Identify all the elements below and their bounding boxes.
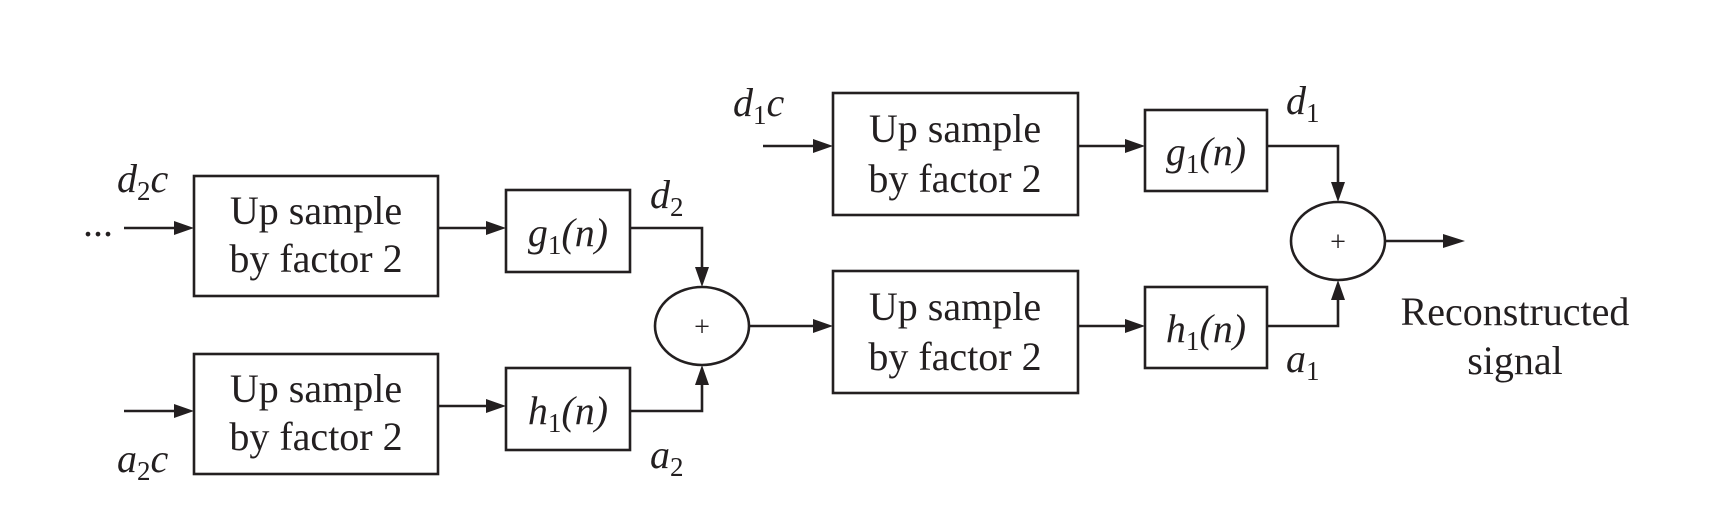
svg-text:Up sample: Up sample <box>230 188 402 233</box>
svg-text:g1(n): g1(n) <box>1166 129 1246 179</box>
filter-h1-stage1: h1(n) <box>1143 285 1269 370</box>
wires-stage2 <box>124 221 709 418</box>
adder-stage1: + <box>1289 200 1387 282</box>
svg-text:Up sample: Up sample <box>869 284 1041 329</box>
filter-g1-stage1: g1(n) <box>1143 108 1269 193</box>
upsample-block-d1: Up sample by factor 2 <box>831 91 1080 217</box>
svg-text:by factor 2: by factor 2 <box>229 236 402 281</box>
signal-label-a1: a1 <box>1286 336 1320 386</box>
svg-text:g1(n): g1(n) <box>528 210 608 260</box>
svg-text:h1(n): h1(n) <box>528 388 608 438</box>
signal-label-d1c: d1c <box>733 80 785 130</box>
input-ellipsis: ... <box>83 200 113 245</box>
svg-text:by factor 2: by factor 2 <box>868 156 1041 201</box>
upsample-block-d2: Up sample by factor 2 <box>192 174 440 298</box>
upsample-block-a2: Up sample by factor 2 <box>192 352 440 476</box>
svg-text:h1(n): h1(n) <box>1166 306 1246 356</box>
filter-g1-stage2: g1(n) <box>504 188 632 274</box>
svg-text:signal: signal <box>1467 338 1563 383</box>
signal-label-d1: d1 <box>1286 78 1320 128</box>
svg-text:+: + <box>1330 227 1346 258</box>
output-label: Reconstructed signal <box>1401 289 1630 383</box>
signal-label-d2: d2 <box>650 172 684 222</box>
signal-label-a2: a2 <box>650 432 684 482</box>
signal-label-a2c: a2c <box>117 436 169 486</box>
svg-text:Up sample: Up sample <box>869 106 1041 151</box>
svg-text:by factor 2: by factor 2 <box>868 334 1041 379</box>
svg-text:+: + <box>694 312 710 343</box>
svg-text:Up sample: Up sample <box>230 366 402 411</box>
svg-text:Reconstructed: Reconstructed <box>1401 289 1630 334</box>
signal-label-d2c: d2c <box>117 156 169 206</box>
upsample-block-a1: Up sample by factor 2 <box>831 269 1080 395</box>
adder-stage2: + <box>653 285 751 367</box>
svg-text:by factor 2: by factor 2 <box>229 414 402 459</box>
filter-h1-stage2: h1(n) <box>504 366 632 452</box>
wires-stage1 <box>749 139 1465 333</box>
